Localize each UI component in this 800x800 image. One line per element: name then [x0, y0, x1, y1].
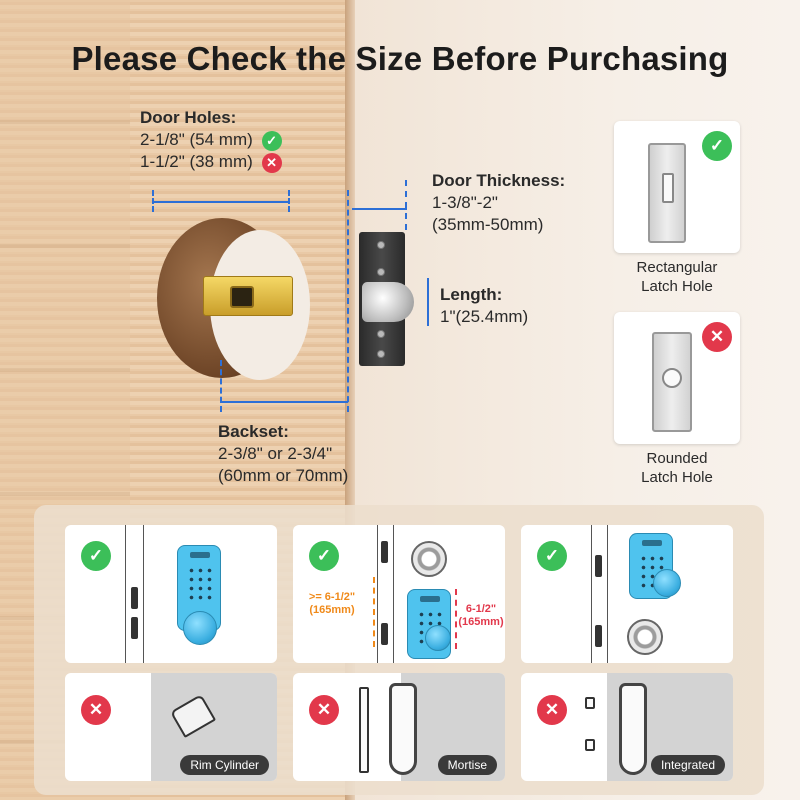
rectangular-latch-caption-line2: Latch Hole [641, 278, 713, 295]
length-label: Length: 1"(25.4mm) [440, 284, 528, 328]
install-ok-card-2: ✓ >= 6-1/2" (165mm) 6-1/2" (165mm) [293, 525, 505, 663]
lock-distance-mm: (165mm) [458, 616, 504, 628]
keypad-lock [177, 545, 221, 631]
cross-icon: ✕ [537, 695, 567, 725]
door-holes-ok-row: 2-1/8" (54 mm) ✓ [140, 129, 282, 151]
door-edge-line [143, 525, 144, 663]
door-edge-line [393, 525, 394, 663]
lock-knob [653, 569, 681, 597]
cross-icon: ✕ [81, 695, 111, 725]
door-edge [345, 0, 355, 800]
installation-compatibility-panel: ✓ ✓ >= 6-1/2" (165mm) 6-1/2" (165mm) [34, 505, 764, 795]
length-heading: Length: [440, 285, 503, 304]
door-holes-label: Door Holes: 2-1/8" (54 mm) ✓ 1-1/2" (38 … [140, 107, 282, 173]
screw-icon [377, 330, 385, 338]
lock-distance-label: 6-1/2" (165mm) [457, 603, 505, 629]
min-distance-marker [373, 577, 375, 647]
strike-plate [585, 697, 595, 709]
rectangular-latch-card: ✓ [614, 121, 740, 253]
rim-cylinder-tag: Rim Cylinder [180, 755, 269, 775]
length-value: 1"(25.4mm) [440, 307, 529, 326]
door-holes-dimension [152, 201, 290, 203]
strike-plate [131, 617, 138, 639]
cross-icon: ✕ [309, 695, 339, 725]
integrated-tag: Integrated [650, 755, 725, 775]
length-dimension [427, 278, 429, 326]
cross-icon: ✕ [261, 152, 282, 173]
cross-icon: ✕ [702, 322, 732, 352]
strike-plate [381, 541, 388, 563]
install-ok-card-3: ✓ [521, 525, 733, 663]
door-holes-tick-left [152, 190, 154, 212]
backset-inches: 2-3/8" or 2-3/4" [218, 444, 333, 463]
backset-heading: Backset: [218, 422, 289, 441]
strike-plate [131, 587, 138, 609]
rounded-latch-caption-line2: Latch Hole [641, 469, 713, 486]
screw-icon [377, 268, 385, 276]
mortise-handle [389, 683, 417, 775]
install-no-card-rim-cylinder: ✕ Rim Cylinder [65, 673, 277, 781]
door-frame-line [125, 525, 126, 663]
lock-distance-marker [455, 589, 457, 649]
door-holes-size-no: 1-1/2" (38 mm) [140, 152, 253, 171]
backset-label: Backset: 2-3/8" or 2-3/4" (60mm or 70mm) [218, 421, 348, 487]
rectangular-latch-caption: Rectangular Latch Hole [614, 258, 740, 296]
thickness-tick [405, 180, 407, 230]
screw-icon [377, 350, 385, 358]
rounded-latch-card: ✕ [614, 312, 740, 444]
deadbolt-cylinder [627, 619, 663, 655]
check-icon: ✓ [309, 541, 339, 571]
door-thickness-heading: Door Thickness: [432, 171, 566, 190]
backset-mm: (60mm or 70mm) [218, 466, 349, 485]
rounded-latch-caption: Rounded Latch Hole [614, 449, 740, 487]
rounded-latch-caption-line1: Rounded [646, 450, 708, 467]
mortise-faceplate [359, 687, 369, 773]
lock-knob [183, 611, 217, 645]
check-icon: ✓ [261, 130, 282, 151]
backset-dimension [220, 401, 348, 403]
door-frame-line [377, 525, 378, 663]
door-edge-line [607, 525, 608, 663]
mortise-tag: Mortise [437, 755, 497, 775]
door-thickness-mm: (35mm-50mm) [432, 215, 544, 234]
rounded-hole [662, 368, 682, 388]
backset-tick-right [347, 190, 349, 412]
screw-icon [377, 241, 385, 249]
check-icon: ✓ [81, 541, 111, 571]
door-holes-size-ok: 2-1/8" (54 mm) [140, 130, 253, 149]
lock-knob [425, 625, 451, 651]
door-holes-heading: Door Holes: [140, 108, 237, 127]
strike-plate [585, 739, 595, 751]
strike-plate [595, 625, 602, 647]
rectangular-hole [662, 173, 674, 203]
door-holes-no-row: 1-1/2" (38 mm) ✕ [140, 151, 282, 173]
integrated-handle [619, 683, 647, 775]
min-distance-mm: (165mm) [309, 604, 355, 616]
min-distance-inches: >= 6-1/2" [308, 591, 356, 603]
backset-tick-left [220, 360, 222, 412]
strike-plate [381, 623, 388, 645]
thickness-dimension [352, 208, 407, 210]
door-thickness-inches: 1-3/8"-2" [432, 193, 498, 212]
deadbolt-cylinder [411, 541, 447, 577]
door-thickness-label: Door Thickness: 1-3/8"-2" (35mm-50mm) [432, 170, 565, 236]
strike-plate [595, 555, 602, 577]
install-no-card-mortise: ✕ Mortise [293, 673, 505, 781]
rectangular-latch-caption-line1: Rectangular [636, 259, 718, 276]
install-no-card-integrated: ✕ Integrated [521, 673, 733, 781]
min-distance-label: >= 6-1/2" (165mm) [297, 591, 367, 617]
page-title: Please Check the Size Before Purchasing [71, 40, 729, 77]
latch-slot [230, 286, 254, 308]
lock-distance-inches: 6-1/2" [465, 603, 497, 615]
door-holes-tick-right [288, 190, 290, 212]
door-frame-line [591, 525, 592, 663]
install-ok-card-1: ✓ [65, 525, 277, 663]
check-icon: ✓ [537, 541, 567, 571]
check-icon: ✓ [702, 131, 732, 161]
latch-bolt [362, 282, 414, 322]
